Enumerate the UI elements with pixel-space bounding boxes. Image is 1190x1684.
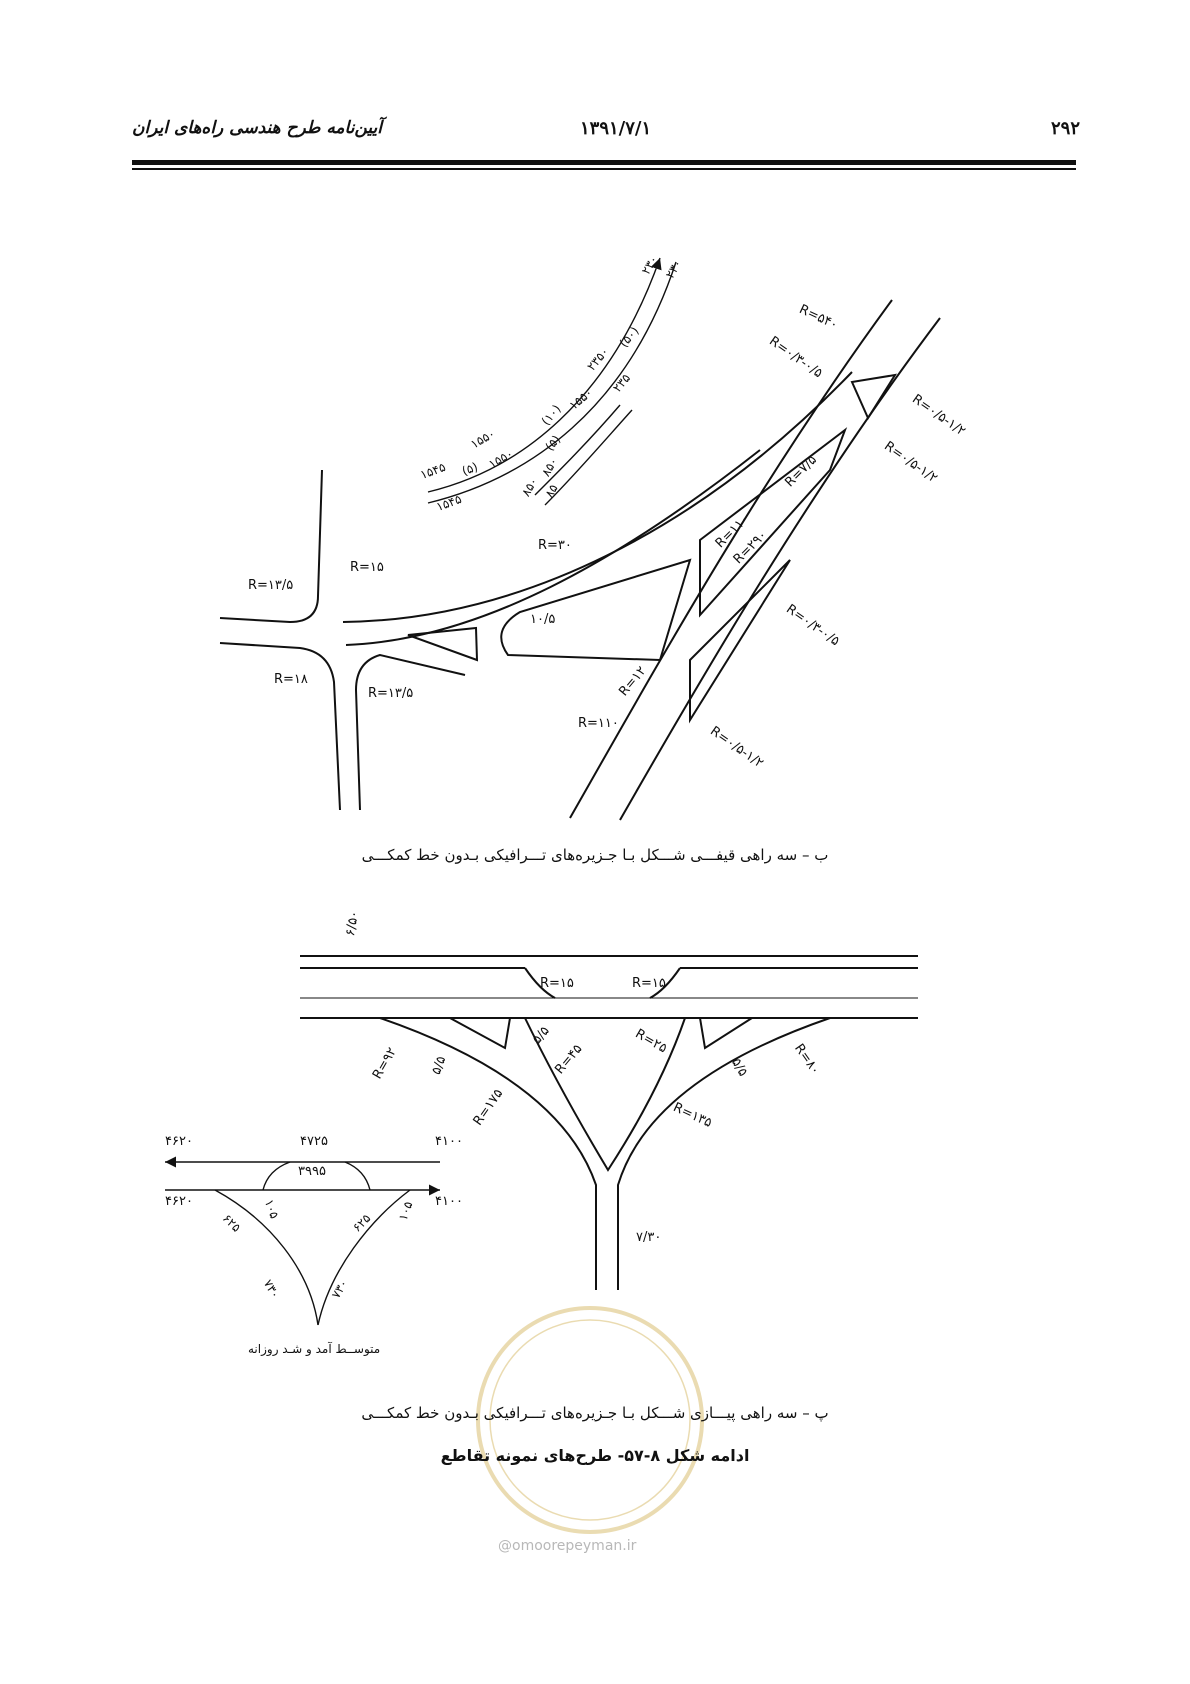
figure-b-drawing — [219, 299, 941, 821]
figure-p-drawing — [300, 955, 918, 1290]
radius-label: ۱۰/۵ — [530, 612, 556, 627]
header-rule-thin — [132, 168, 1076, 170]
header-rule — [132, 160, 1076, 165]
figure-caption: ادامه شکل ۸-۵۷- طرح‌های نمونه تقاطع — [440, 1446, 750, 1465]
figure-p-flow-diagram — [165, 1156, 440, 1326]
header-date: ۱۳۹۱/۷/۱ — [580, 118, 652, 139]
flow-label: ۳۹۹۵ — [298, 1164, 326, 1179]
figure-b-caption: ب – سه راهی قیفـــی شـــکل بـا جـزیره‌ها… — [361, 846, 829, 864]
flow-note: متوســط آمد و شـد روزانه — [248, 1342, 381, 1356]
island-left-p — [449, 1017, 512, 1050]
radius-label: R=۱۸ — [274, 672, 308, 687]
dimension-label: R=۱۵ — [632, 976, 666, 991]
radius-label: R=۳۰ — [538, 538, 572, 553]
island-center-p — [523, 1017, 687, 1172]
island-right — [699, 427, 848, 618]
radius-label: R=۱۱۰ — [578, 716, 619, 731]
flow-label: ۴۶۲۰ — [165, 1134, 193, 1149]
flow-label: ۴۱۰۰ — [435, 1134, 463, 1149]
flow-label: ۴۶۲۰ — [165, 1194, 193, 1209]
island-right-p — [698, 1017, 756, 1050]
watermark-logo — [476, 1306, 704, 1534]
dimension-label: R=۱۵ — [540, 976, 574, 991]
dimension-label: ۷/۳۰ — [636, 1230, 662, 1245]
radius-label: R=۱۳/۵ — [368, 686, 414, 701]
flow-label: ۴۷۲۵ — [300, 1134, 328, 1149]
radius-label: R=۱۵ — [350, 560, 384, 575]
radius-label: R=۱۳/۵ — [248, 578, 294, 593]
flow-label: ۴۱۰۰ — [435, 1194, 463, 1209]
figure-p-caption: پ – سه راهی پیـــازی شـــکل بـا جـزیره‌ه… — [361, 1404, 829, 1422]
island-middle — [500, 558, 692, 662]
page-number: ۲۹۲ — [1050, 118, 1080, 139]
book-title: آیین‌نامه طرح هندسی راه‌های ایران — [132, 118, 382, 138]
watermark-url: @omoorepeyman.ir — [498, 1538, 637, 1554]
island-lower — [689, 559, 791, 724]
island-top — [850, 373, 898, 421]
island-left — [407, 626, 479, 662]
figure-b-flow-diagram — [427, 257, 677, 506]
